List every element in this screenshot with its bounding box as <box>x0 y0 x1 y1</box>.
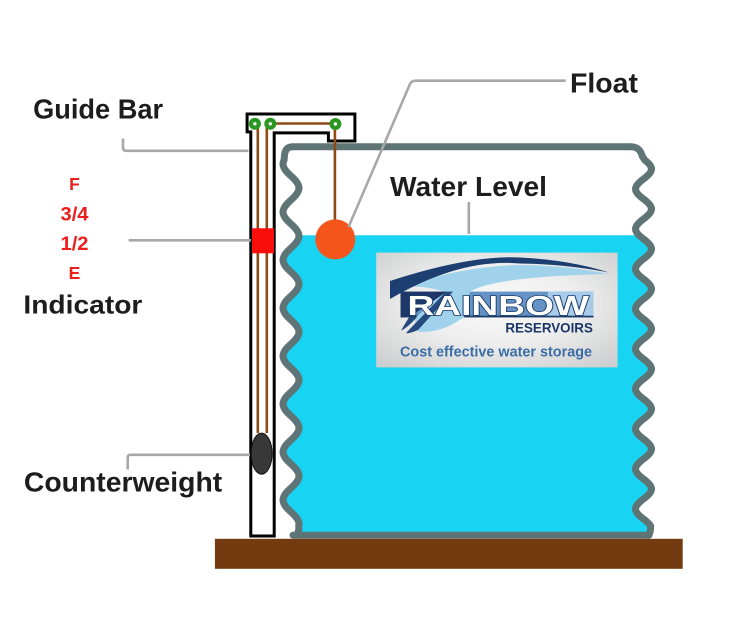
svg-text:1/2: 1/2 <box>61 234 89 255</box>
svg-text:Guide Bar: Guide Bar <box>33 94 163 125</box>
svg-text:Indicator: Indicator <box>23 290 142 320</box>
svg-text:Float: Float <box>570 68 638 99</box>
svg-text:E: E <box>69 263 81 283</box>
svg-text:3/4: 3/4 <box>61 204 89 225</box>
svg-text:F: F <box>69 174 80 194</box>
svg-text:Cost effective water storage: Cost effective water storage <box>400 345 592 361</box>
svg-text:RESERVOIRS: RESERVOIRS <box>505 320 593 336</box>
svg-text:RAINBOW: RAINBOW <box>408 291 590 321</box>
svg-text:Counterweight: Counterweight <box>24 466 222 497</box>
svg-text:Water Level: Water Level <box>390 171 547 202</box>
